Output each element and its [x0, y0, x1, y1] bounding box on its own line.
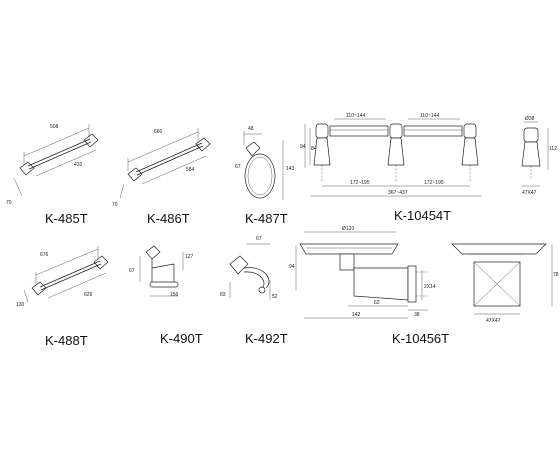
dim-label: 508: [50, 124, 59, 130]
dim-label: 172~195: [350, 180, 370, 186]
drawing-k487t: 48 67 143: [235, 126, 295, 200]
dim-label: 2X14: [424, 284, 436, 290]
drawing-k490t: 67 127 156: [129, 245, 194, 298]
drawing-k10454t: 110~144 110~144 94 84 172~195 172~195 36…: [300, 113, 557, 197]
dim-label: 94: [289, 264, 295, 270]
model-label: K-485T: [45, 211, 88, 226]
dim-label: 127: [185, 254, 194, 260]
dim-label: 130: [16, 302, 25, 308]
drawing-k488t: 676 629 130: [16, 246, 109, 308]
dim-label: 48: [248, 126, 254, 132]
dim-label: 156: [170, 292, 179, 298]
dim-label: 67: [129, 268, 135, 274]
model-label: K-10454T: [394, 208, 451, 223]
dim-label: 62: [374, 300, 380, 306]
dim-label: 172~195: [424, 180, 444, 186]
dim-label: Ø120: [342, 226, 354, 232]
dim-label: 660: [154, 129, 163, 135]
dim-label: 110~144: [420, 113, 439, 119]
dim-label: 83: [220, 292, 226, 298]
dim-label: 143: [286, 166, 295, 172]
dim-label: 110~144: [346, 113, 365, 119]
dim-label: 67: [256, 236, 262, 242]
dim-label: 70: [112, 202, 118, 208]
drawing-k492t: 67 83 52: [220, 236, 278, 300]
dim-label: 142: [352, 312, 361, 318]
drawing-k10456t: Ø120 94 62 142 38 2X14 78 47X47: [289, 226, 559, 324]
dim-label: 70: [6, 200, 12, 206]
model-label: K-10456T: [392, 331, 449, 346]
drawing-k486t: 660 584 70: [112, 128, 211, 208]
model-label: K-486T: [147, 211, 190, 226]
dim-label: 84: [311, 146, 317, 152]
dim-label: 47X47: [522, 190, 537, 196]
model-label: K-488T: [45, 333, 88, 348]
dim-label: 367~437: [388, 190, 408, 196]
dim-label: 629: [84, 292, 93, 298]
dim-label: 67: [235, 164, 241, 170]
drawing-k485t: 508 432 70: [6, 124, 99, 206]
model-label: K-487T: [245, 211, 288, 226]
dim-label: 584: [186, 167, 195, 173]
dim-label: 676: [40, 252, 49, 258]
model-label: K-490T: [160, 331, 203, 346]
dim-label: 52: [272, 294, 278, 300]
dim-label: 112: [549, 146, 557, 152]
dim-label: 432: [74, 162, 83, 168]
dim-label: 78: [553, 272, 559, 278]
dim-label: 94: [300, 144, 306, 150]
dim-label: Ø38: [525, 116, 535, 122]
model-label: K-492T: [245, 331, 288, 346]
dim-label: 47X47: [486, 318, 501, 324]
dim-label: 38: [414, 312, 420, 318]
